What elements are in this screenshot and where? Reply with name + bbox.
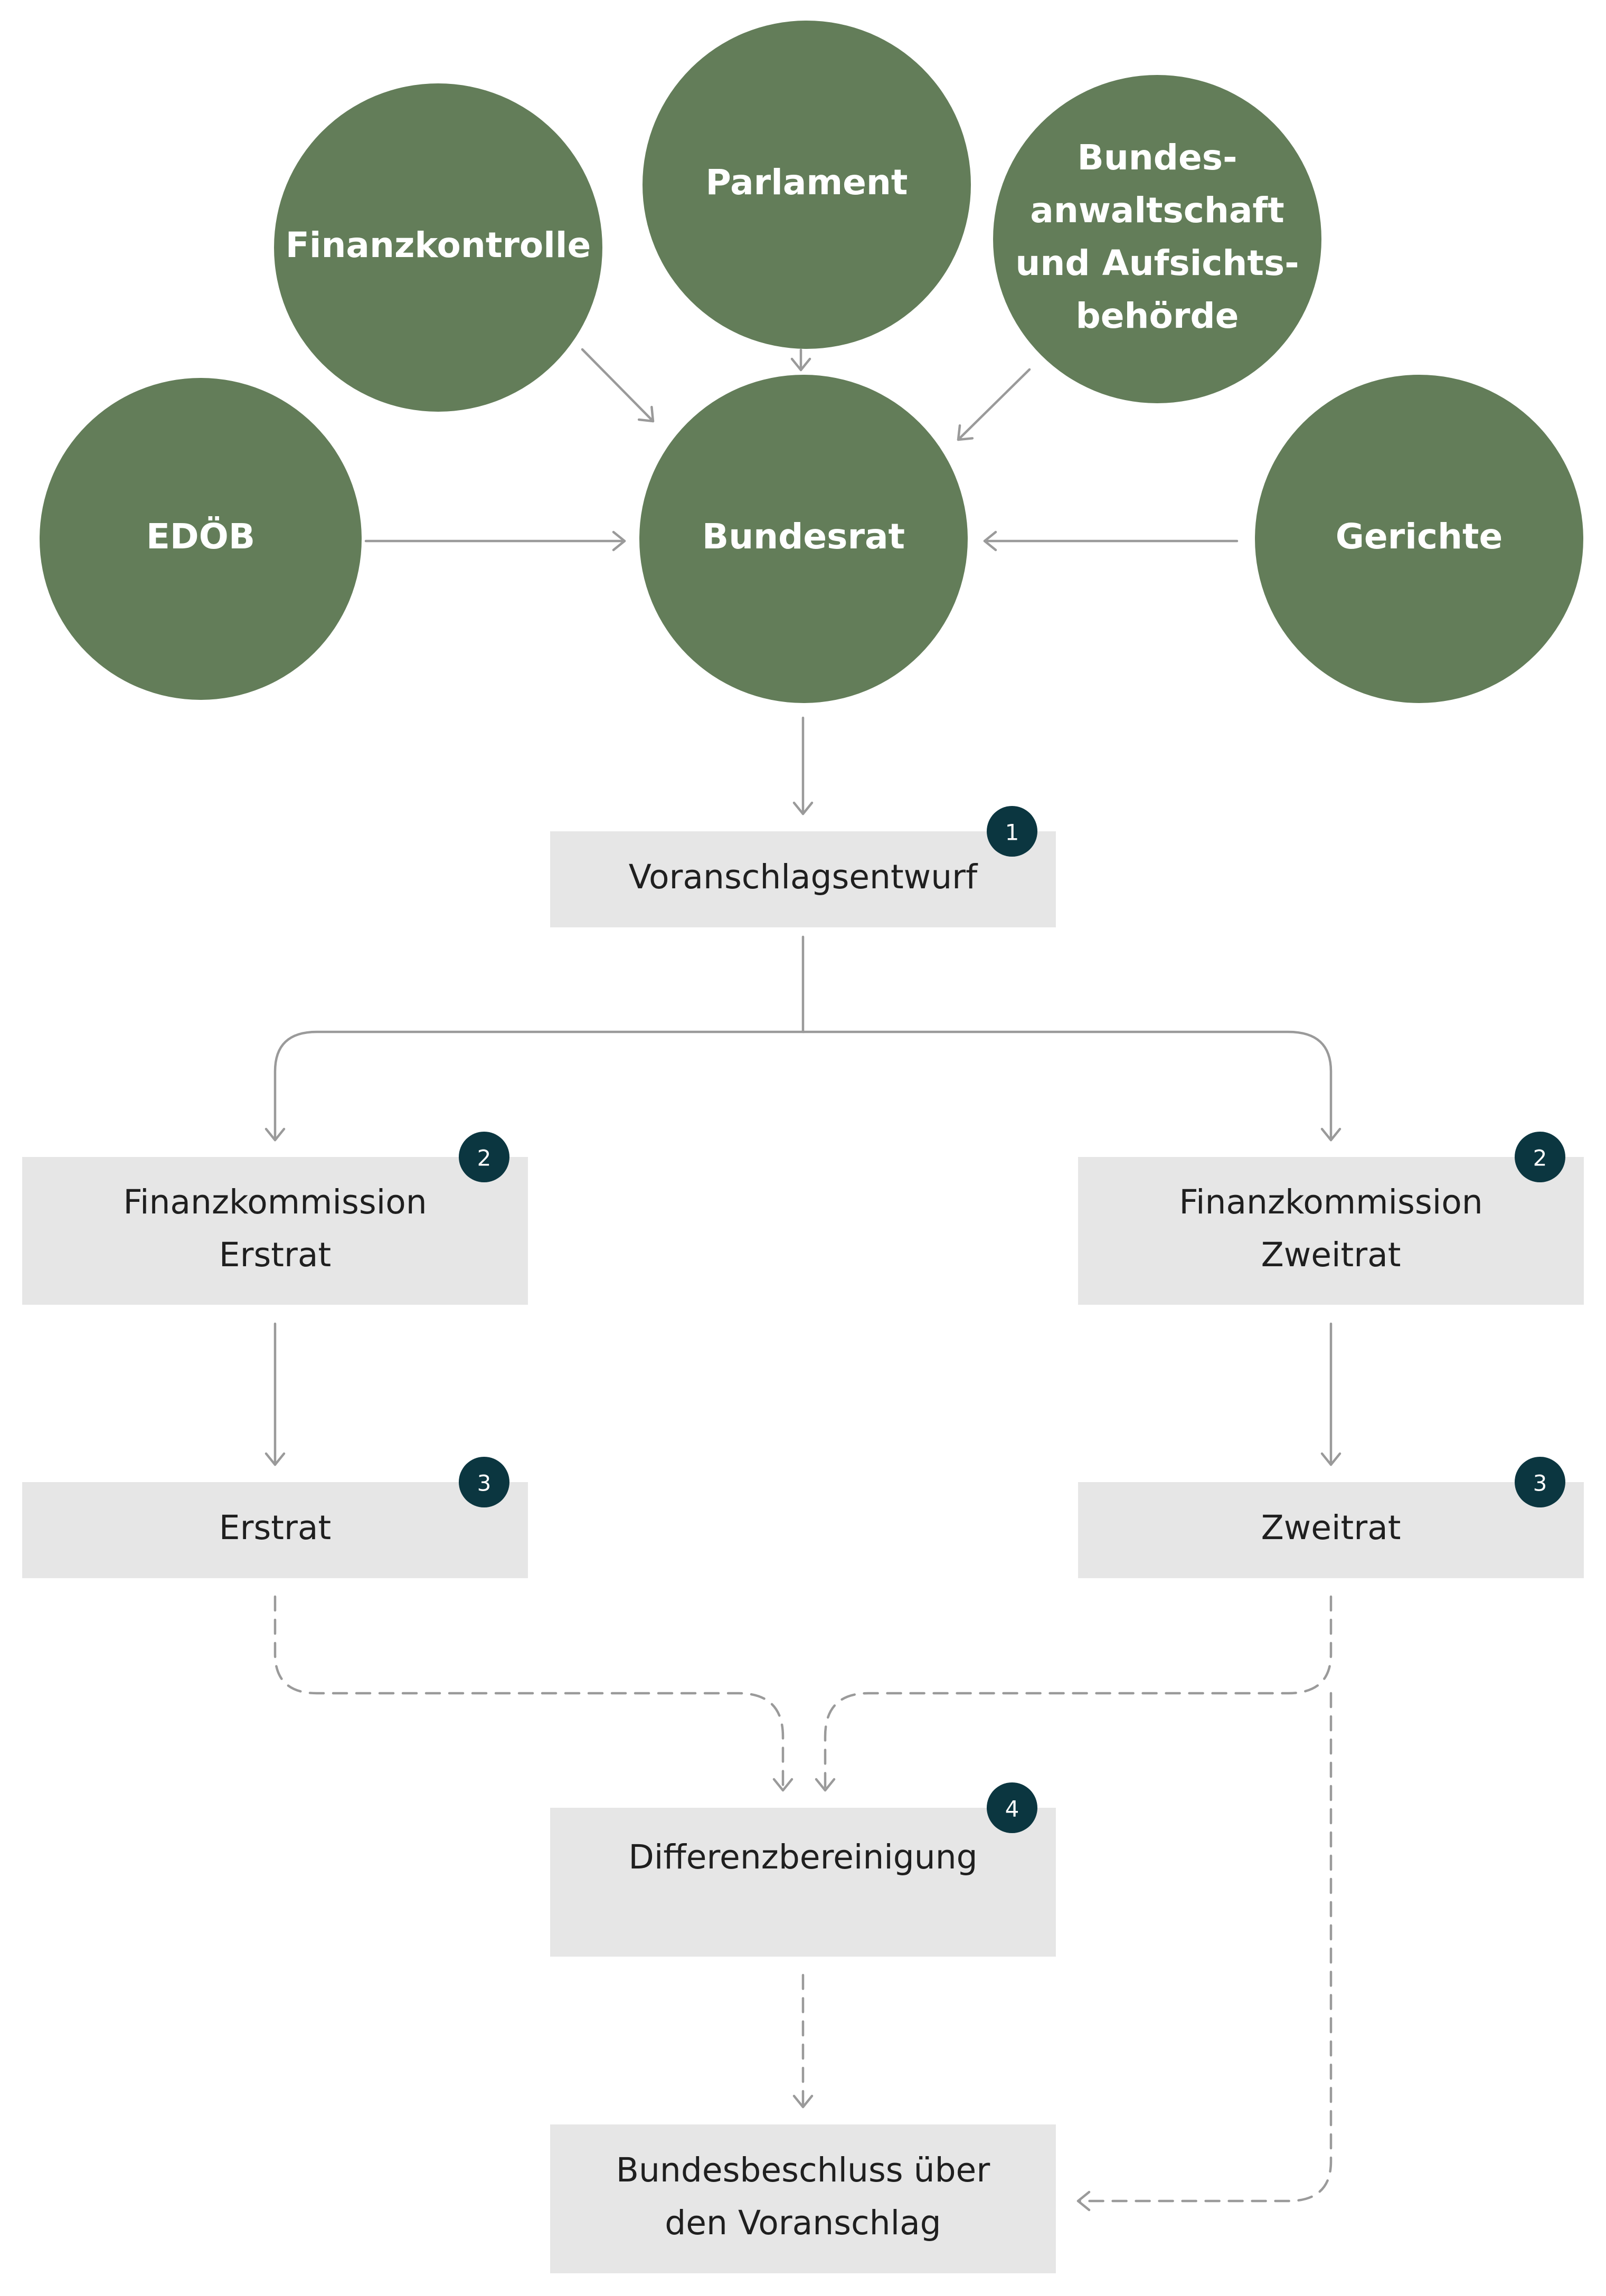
node-label: den Voranschlag	[665, 2204, 941, 2242]
connector-layer	[264, 348, 1342, 2212]
node-label: Gerichte	[1336, 516, 1503, 557]
step-number: 2	[477, 1145, 492, 1171]
node-box	[22, 1157, 528, 1305]
node-label: EDÖB	[146, 516, 255, 557]
node-label: Differenzbereinigung	[628, 1838, 977, 1876]
node-erstrat: Erstrat 3	[22, 1457, 528, 1578]
node-label: Finanzkommission	[123, 1183, 427, 1221]
node-label: Erstrat	[219, 1236, 331, 1274]
node-label: Parlament	[706, 162, 908, 203]
node-bundesbeschluss: Bundesbeschluss über den Voranschlag	[550, 2124, 1056, 2273]
edge-zweitrat-to-bundesbeschluss	[1076, 1692, 1333, 2212]
step-badge	[1515, 1457, 1565, 1507]
node-circle	[993, 75, 1321, 403]
edge-voranschlagsentwurf-to-fk-erstrat	[264, 935, 805, 1142]
node-differenzbereinigung: Differenzbereinigung 4	[550, 1782, 1056, 1957]
step-badge	[987, 1782, 1037, 1833]
node-box	[1078, 1157, 1584, 1305]
node-label: Zweitrat	[1261, 1508, 1401, 1547]
node-parlament: Parlament	[643, 21, 971, 349]
node-circle	[40, 378, 362, 700]
node-label: anwaltschaft	[1030, 190, 1284, 231]
step-badge	[1515, 1132, 1565, 1182]
node-label: Zweitrat	[1261, 1236, 1401, 1274]
step-badge	[987, 806, 1037, 857]
edge-finanzkontrolle-to-bundesrat	[581, 348, 655, 423]
node-bundesanwaltschaft: Bundes-anwaltschaft und Aufsichts-behörde	[993, 75, 1321, 403]
step-number: 4	[1005, 1796, 1019, 1822]
edge-erstrat-to-differenzbereinigung	[273, 1595, 793, 1792]
node-circle	[639, 375, 968, 703]
step-number: 1	[1005, 820, 1019, 846]
node-label: Finanzkommission	[1179, 1183, 1482, 1221]
step-number: 2	[1533, 1145, 1547, 1171]
node-label: Bundesrat	[702, 516, 905, 557]
node-box	[550, 1808, 1056, 1957]
node-box	[22, 1482, 528, 1578]
node-finanzkontrolle: Finanzkontrolle	[274, 83, 602, 412]
node-label: Bundes-	[1078, 137, 1237, 178]
edge-bundesanwaltschaft-to-bundesrat	[957, 368, 1031, 441]
step-badge	[459, 1457, 509, 1507]
node-circle	[643, 21, 971, 349]
step-number: 3	[477, 1470, 492, 1496]
node-box	[550, 2124, 1056, 2273]
node-gerichte: Gerichte	[1255, 375, 1583, 703]
node-label: und Aufsichts-	[1015, 243, 1299, 283]
node-box	[1078, 1482, 1584, 1578]
node-label: behörde	[1076, 296, 1239, 336]
node-label: Erstrat	[219, 1508, 331, 1547]
node-edoeb: EDÖB	[40, 378, 362, 700]
step-number: 3	[1533, 1470, 1547, 1496]
node-zweitrat: Zweitrat 3	[1078, 1457, 1584, 1578]
node-circle	[1255, 375, 1583, 703]
node-label: Bundesbeschluss über	[616, 2151, 990, 2189]
node-box	[550, 831, 1056, 927]
node-layer: Finanzkontrolle Parlament Bundes-anwaltsch…	[22, 21, 1584, 2273]
node-label: Finanzkontrolle	[286, 225, 591, 265]
node-voranschlagsentwurf: Voranschlagsentwurf 1	[550, 806, 1056, 927]
node-label: Voranschlagsentwurf	[629, 858, 978, 896]
edge-zweitrat-to-differenzbereinigung	[815, 1595, 1333, 1792]
node-circle	[274, 83, 602, 412]
edge-voranschlagsentwurf-to-fk-zweitrat	[801, 1030, 1342, 1142]
step-badge	[459, 1132, 509, 1182]
node-bundesrat: Bundesrat	[639, 375, 968, 703]
